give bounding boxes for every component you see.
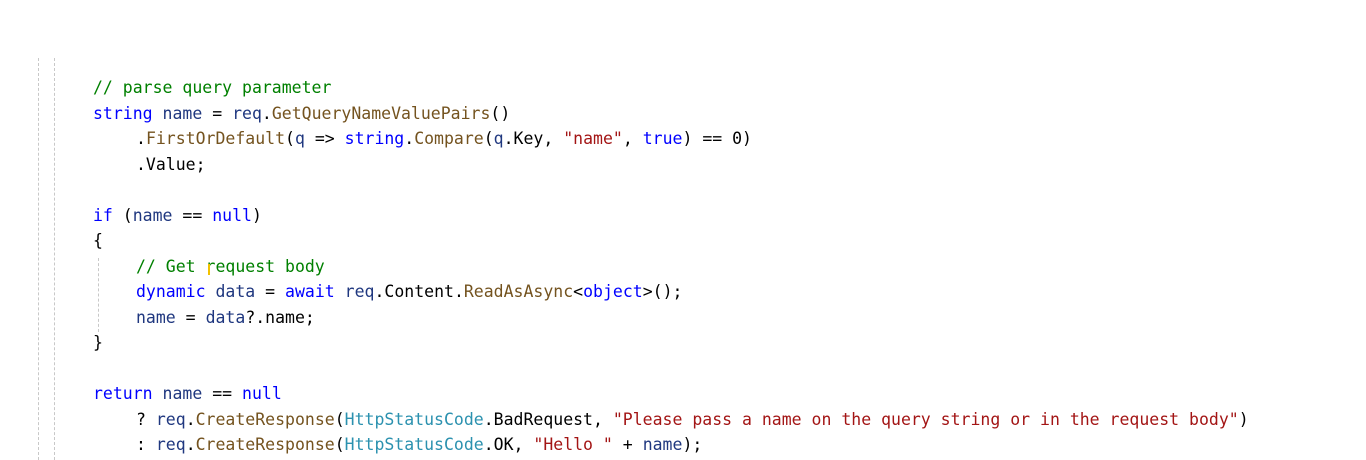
code-token: { xyxy=(93,231,103,250)
code-token: + xyxy=(612,435,643,454)
code-line[interactable]: : req.CreateResponse(HttpStatusCode.OK, … xyxy=(136,432,702,457)
code-token: q xyxy=(493,129,504,148)
code-token: req xyxy=(155,435,186,454)
code-line[interactable]: return name == null xyxy=(93,381,282,406)
code-token: < xyxy=(573,282,584,301)
code-line[interactable]: .FirstOrDefault(q => string.Compare(q.Ke… xyxy=(136,126,752,151)
code-token: = xyxy=(255,282,286,301)
code-token: ) xyxy=(1238,409,1249,429)
code-token: .BadRequest, xyxy=(483,409,613,429)
code-token: data xyxy=(215,282,256,301)
code-line[interactable]: dynamic data = await req.Content.ReadAsA… xyxy=(136,279,682,304)
code-token: ( xyxy=(334,435,345,454)
indent-guide-if-block xyxy=(98,258,99,332)
code-token: return xyxy=(93,384,153,403)
code-token: name xyxy=(642,435,683,454)
code-token: FirstOrDefault xyxy=(145,129,286,148)
code-token: req xyxy=(155,409,186,429)
code-token xyxy=(153,384,163,403)
code-token: ? xyxy=(136,409,156,429)
code-line[interactable]: // parse query parameter xyxy=(93,75,331,100)
code-token xyxy=(206,282,216,301)
code-token: dynamic xyxy=(136,282,206,301)
code-token: .Value; xyxy=(136,154,206,174)
code-token: >(); xyxy=(642,282,683,301)
code-line[interactable]: name = data?.name; xyxy=(136,305,315,330)
code-token: CreateResponse xyxy=(195,435,335,454)
code-token: .Content. xyxy=(374,282,464,301)
code-token xyxy=(153,104,163,123)
code-token: req xyxy=(232,103,262,123)
code-token: name xyxy=(162,384,203,403)
code-line[interactable]: string name = req.GetQueryNameValuePairs… xyxy=(93,101,510,126)
code-token: string xyxy=(93,103,153,123)
code-token: ReadAsAsync xyxy=(463,282,574,301)
code-token: . xyxy=(136,129,146,148)
text-caret xyxy=(208,264,210,275)
code-token: // Get request body xyxy=(136,256,325,276)
code-token: = xyxy=(202,103,233,123)
code-token: : xyxy=(136,435,156,454)
code-token: GetQueryNameValuePairs xyxy=(271,103,491,123)
code-token: . xyxy=(261,103,272,123)
code-token: ( xyxy=(285,129,295,148)
code-token: "Hello " xyxy=(533,435,613,454)
code-line[interactable]: // Get request body xyxy=(136,254,325,279)
code-token: ( xyxy=(334,409,345,429)
code-token xyxy=(335,282,345,301)
code-token: Compare xyxy=(414,129,484,148)
code-token: HttpStatusCode xyxy=(344,435,484,454)
code-line[interactable]: if (name == null) xyxy=(93,203,262,228)
code-token: null xyxy=(212,205,252,225)
code-token: // parse query parameter xyxy=(93,78,332,97)
code-token: true xyxy=(642,129,683,148)
code-token: , xyxy=(622,129,643,148)
code-token: ) == 0) xyxy=(682,129,752,148)
code-token: ) xyxy=(252,205,262,225)
code-token: } xyxy=(93,333,103,352)
code-token: == xyxy=(172,205,213,225)
code-token: name xyxy=(162,103,203,123)
code-token: if xyxy=(93,205,113,225)
code-line[interactable]: .Value; xyxy=(136,152,206,177)
code-token: .Key, xyxy=(503,129,564,148)
code-line[interactable]: { xyxy=(93,228,103,253)
code-token: . xyxy=(404,129,415,148)
code-token: () xyxy=(490,103,511,123)
code-token: == xyxy=(202,384,243,403)
code-token: HttpStatusCode xyxy=(344,409,484,429)
code-token: ( xyxy=(483,129,494,148)
code-token: ?.name; xyxy=(245,307,315,327)
code-token: object xyxy=(583,282,643,301)
code-token: => xyxy=(304,129,345,148)
code-token: null xyxy=(242,384,282,403)
code-token: "Please pass a name on the query string … xyxy=(612,409,1239,429)
code-token: ); xyxy=(682,435,703,454)
code-token: . xyxy=(185,409,196,429)
code-token: await xyxy=(285,282,335,301)
code-token: .OK, xyxy=(483,435,534,454)
code-token: name xyxy=(136,307,176,327)
code-token: ( xyxy=(112,205,133,225)
code-token: data xyxy=(205,307,246,327)
code-token: "name" xyxy=(563,129,623,148)
code-token: CreateResponse xyxy=(195,409,335,429)
indent-guide-method xyxy=(54,58,55,460)
indent-guide-outer xyxy=(38,58,39,460)
code-token: name xyxy=(132,205,173,225)
code-line[interactable]: ? req.CreateResponse(HttpStatusCode.BadR… xyxy=(136,407,1249,432)
code-line[interactable]: } xyxy=(93,330,103,355)
code-token: q xyxy=(294,129,305,148)
code-token: req xyxy=(344,282,375,301)
code-token: string xyxy=(344,129,405,148)
code-token: = xyxy=(175,307,206,327)
code-token: . xyxy=(185,435,196,454)
